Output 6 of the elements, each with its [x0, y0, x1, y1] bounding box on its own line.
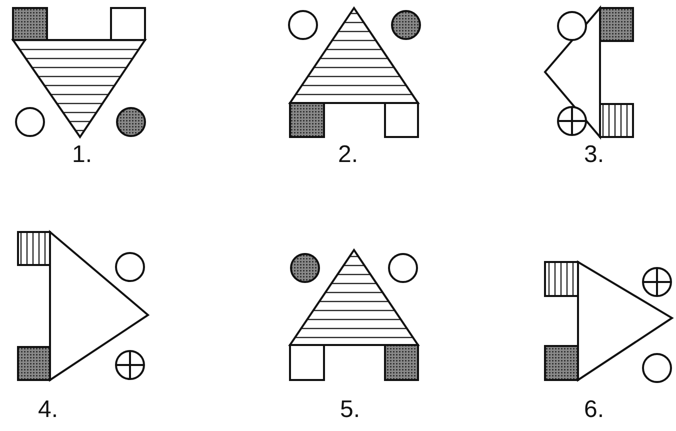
figure-number: 2. — [338, 143, 358, 167]
figure-number: 6. — [584, 398, 604, 422]
figure-number: 1. — [72, 143, 92, 167]
figure-number: 5. — [340, 398, 360, 422]
figure-number: 4. — [38, 398, 58, 422]
figure-number: 3. — [584, 143, 604, 167]
